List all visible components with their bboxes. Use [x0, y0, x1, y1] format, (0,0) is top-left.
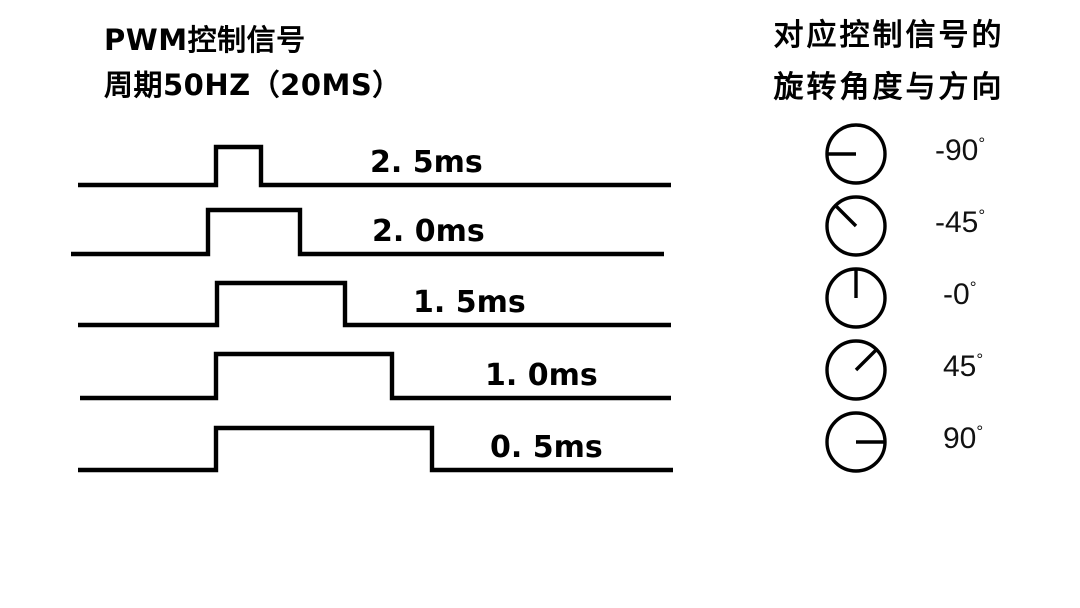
left-title-block: PWM控制信号 周期50HZ（20MS）: [104, 18, 524, 108]
angle-value: -90: [935, 134, 979, 167]
pwm-waveform-panel: 2. 5ms 2. 0ms 1. 5ms 1. 0ms 0. 5ms: [0, 120, 700, 490]
angle-label-4: 45°: [943, 350, 1073, 384]
right-title-line-1: 对应控制信号的: [773, 18, 1005, 53]
angle-label-1: -90°: [935, 134, 1065, 168]
servo-angle-row: -45°: [810, 190, 1070, 262]
pulse-width-label-1: 2. 5ms: [370, 145, 483, 180]
pulse-width-label-3: 1. 5ms: [413, 285, 526, 320]
angle-label-5: 90°: [943, 422, 1073, 456]
servo-angle-column: -90°-45°-0°45°90°: [810, 110, 1070, 480]
pulse-width-label-4: 1. 0ms: [485, 358, 598, 393]
pwm-trace-3: [78, 280, 671, 328]
angle-value: -0: [943, 278, 970, 311]
dial-icon: [824, 122, 888, 186]
pwm-waveform-svg: [71, 144, 673, 473]
dial-icon: [824, 410, 888, 474]
left-title-line-1: PWM控制信号: [104, 23, 306, 57]
dial-icon: [824, 266, 888, 330]
pwm-trace-5: [78, 425, 673, 473]
servo-angle-row: 90°: [810, 406, 1070, 478]
pwm-trace-4: [80, 351, 671, 401]
degree-symbol-icon: °: [969, 278, 977, 297]
pulse-width-label-2: 2. 0ms: [372, 214, 485, 249]
angle-value: 90: [943, 422, 977, 455]
right-title-block: 对应控制信号的 旋转角度与方向: [724, 10, 1054, 114]
angle-value: -45: [935, 206, 979, 239]
dial-icon: [824, 194, 888, 258]
servo-angle-row: -0°: [810, 262, 1070, 334]
degree-symbol-icon: °: [976, 350, 984, 369]
angle-label-2: -45°: [935, 206, 1065, 240]
pulse-width-label-5: 0. 5ms: [490, 430, 603, 465]
pwm-trace-1: [78, 144, 671, 188]
degree-symbol-icon: °: [978, 134, 986, 153]
left-title-line-2: 周期50HZ（20MS）: [104, 68, 402, 102]
dial-icon: [824, 338, 888, 402]
servo-angle-row: -90°: [810, 118, 1070, 190]
servo-angle-row: 45°: [810, 334, 1070, 406]
angle-label-3: -0°: [943, 278, 1073, 312]
right-title-line-2: 旋转角度与方向: [773, 70, 1005, 105]
degree-symbol-icon: °: [978, 206, 986, 225]
angle-value: 45: [943, 350, 977, 383]
degree-symbol-icon: °: [976, 422, 984, 441]
pwm-trace-2: [71, 207, 664, 257]
